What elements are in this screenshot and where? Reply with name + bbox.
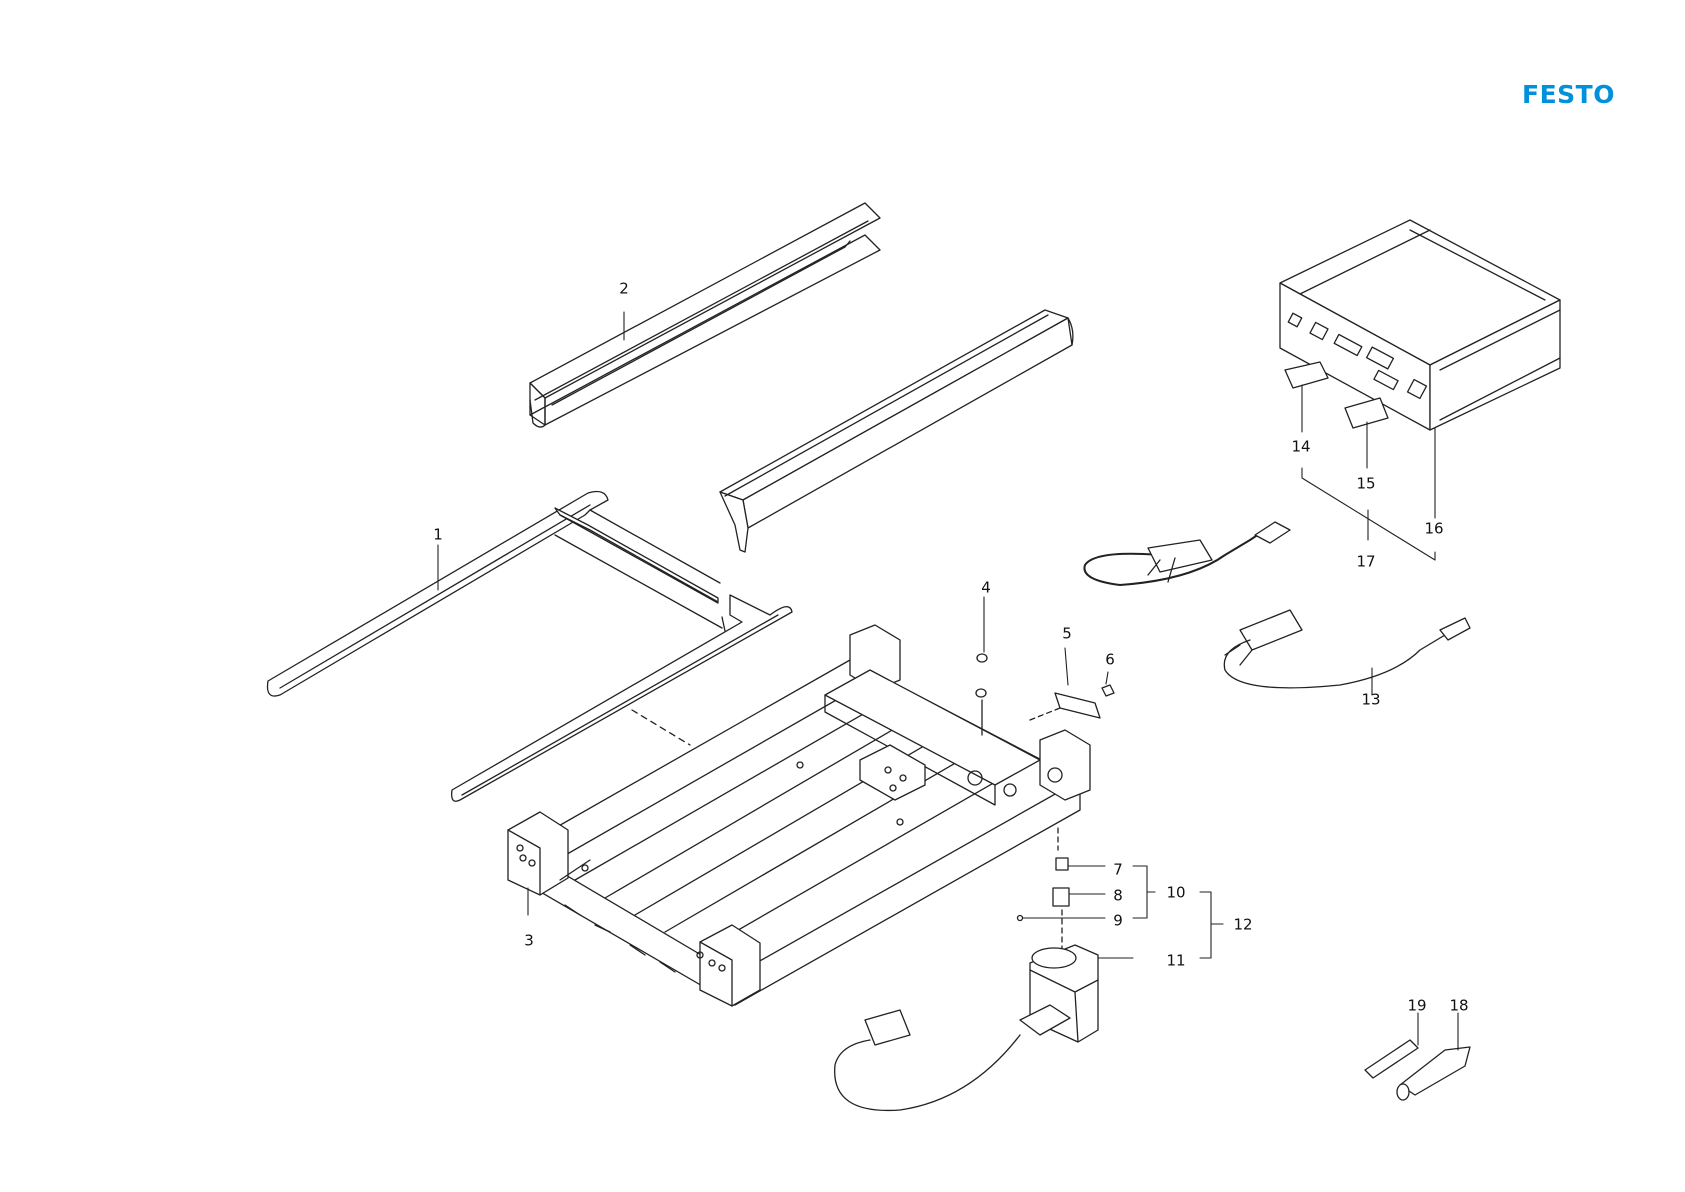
callout-9: 9 bbox=[1113, 914, 1123, 929]
callout-19: 19 bbox=[1407, 999, 1426, 1014]
callout-13: 13 bbox=[1361, 693, 1380, 708]
part-cover-profile bbox=[530, 203, 880, 427]
callout-8: 8 bbox=[1113, 889, 1123, 904]
part-tubes bbox=[1365, 1040, 1470, 1100]
callout-2: 2 bbox=[619, 282, 629, 297]
callout-7: 7 bbox=[1113, 863, 1123, 878]
callout-18: 18 bbox=[1449, 999, 1468, 1014]
part-cover-profile-large bbox=[720, 310, 1073, 552]
callout-5: 5 bbox=[1062, 627, 1072, 642]
callout-6: 6 bbox=[1105, 653, 1115, 668]
callout-15: 15 bbox=[1356, 477, 1375, 492]
callout-16: 16 bbox=[1424, 522, 1443, 537]
callout-3: 3 bbox=[524, 934, 534, 949]
callout-11: 11 bbox=[1166, 954, 1185, 969]
part-controller bbox=[1280, 220, 1560, 430]
callout-12: 12 bbox=[1233, 918, 1252, 933]
part-cables bbox=[1084, 522, 1470, 688]
part-base-axis bbox=[508, 625, 1090, 1006]
callout-14: 14 bbox=[1291, 440, 1310, 455]
callout-1: 1 bbox=[433, 528, 443, 543]
callout-4: 4 bbox=[981, 581, 991, 596]
callout-17: 17 bbox=[1356, 555, 1375, 570]
leader-lines bbox=[438, 312, 1458, 1050]
callout-10: 10 bbox=[1166, 886, 1185, 901]
